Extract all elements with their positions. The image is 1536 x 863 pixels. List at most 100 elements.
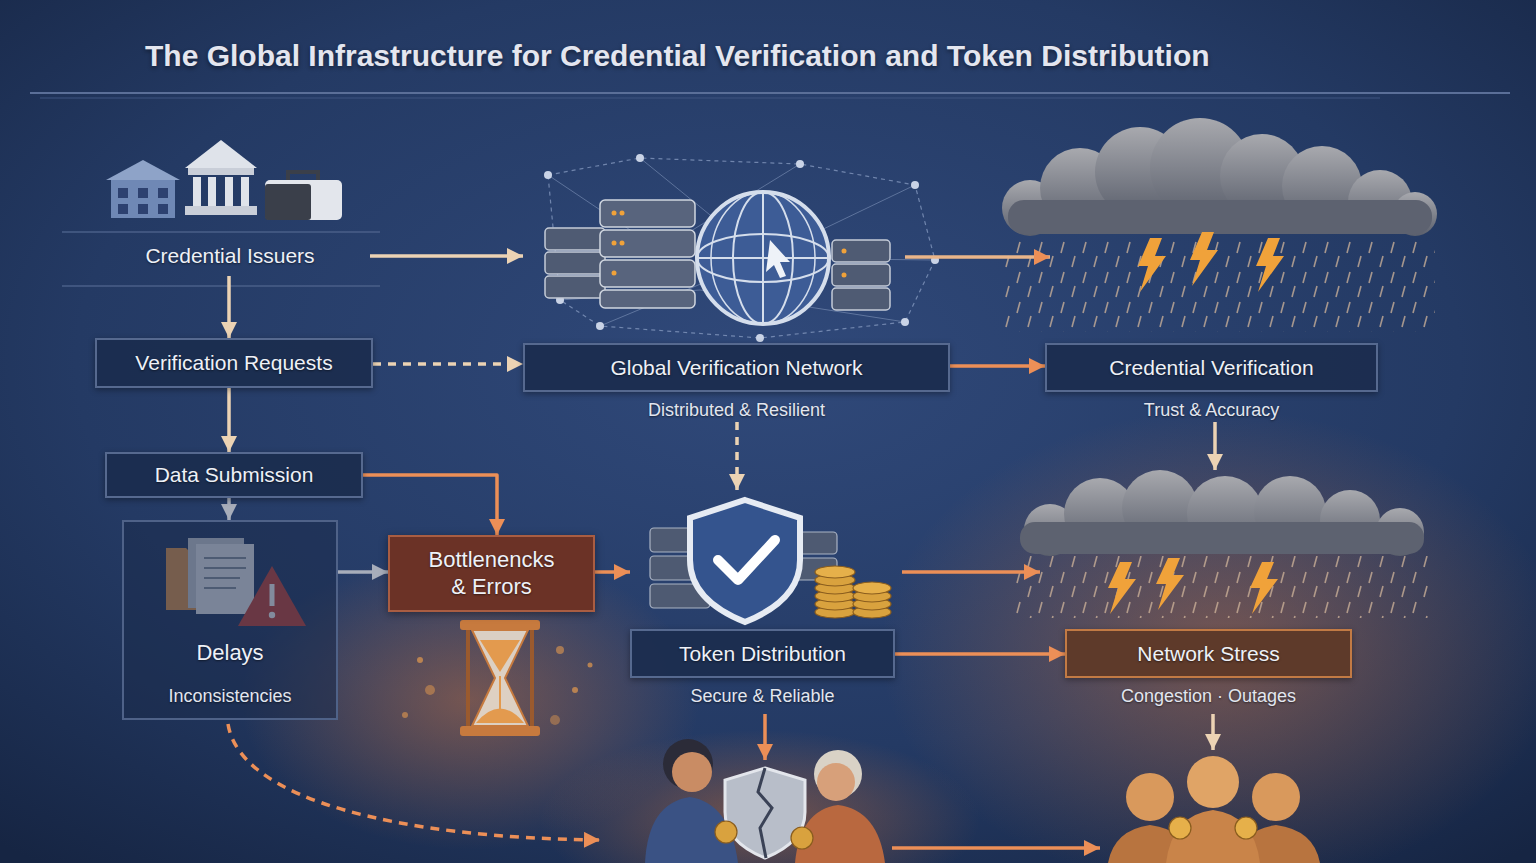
- people-figures: [715, 821, 737, 843]
- issuer-icons: [118, 204, 128, 214]
- network-illustration: [832, 288, 890, 310]
- hourglass-icon: [480, 640, 520, 672]
- network-illustration: [762, 192, 764, 324]
- network-illustration: [600, 200, 695, 227]
- process-box: Verification Requests: [95, 338, 373, 388]
- storm-cloud: [1108, 562, 1136, 614]
- issuer-icons: [185, 206, 257, 215]
- hourglass-icon: [402, 620, 593, 736]
- network-illustration: [842, 273, 847, 278]
- network-illustration: [612, 241, 617, 246]
- network-illustration: [756, 334, 764, 342]
- flow-arrow: [902, 570, 1040, 574]
- issuer-icons: [185, 140, 257, 168]
- flow-connector: [950, 364, 1045, 368]
- hourglass-icon: [530, 630, 534, 726]
- storm-cloud: [1256, 238, 1284, 292]
- issuer-icons: [265, 184, 311, 220]
- storm-cloud: [1190, 232, 1218, 286]
- node-subtitle: Inconsistencies: [132, 686, 328, 708]
- flow-connector: [227, 388, 231, 452]
- network-illustration: [612, 271, 617, 276]
- network-illustration: [596, 322, 604, 330]
- network-illustration: [832, 240, 890, 262]
- network-illustration: [600, 260, 695, 287]
- hourglass-icon: [556, 646, 564, 654]
- people-figures: [672, 752, 712, 792]
- flow-arrow: [1211, 714, 1215, 750]
- network-illustration: [620, 211, 625, 216]
- hourglass-icon: [499, 676, 501, 712]
- network-illustration: [545, 252, 605, 274]
- network-illustration: [620, 241, 625, 246]
- hourglass-icon: [476, 709, 524, 724]
- issuer-icons: [158, 204, 168, 214]
- people-figures: [1187, 756, 1239, 808]
- warning-box: DelaysInconsistencies: [122, 520, 338, 720]
- storm-cloud: [1010, 556, 1430, 618]
- node-subtitle: Secure & Reliable: [630, 686, 895, 708]
- hourglass-icon: [550, 715, 560, 725]
- network-illustration: [697, 192, 829, 324]
- issuer-icons: [188, 168, 254, 175]
- divider-line: [62, 285, 380, 287]
- node-heading: Credential Issuers: [90, 243, 370, 268]
- people-figures: [1235, 817, 1257, 839]
- flow-connector: [595, 570, 630, 574]
- shield-token-icon: [718, 540, 775, 580]
- network-illustration: [796, 160, 804, 168]
- people-figures: [791, 827, 813, 849]
- network-illustration: [911, 181, 919, 189]
- hourglass-icon: [402, 712, 408, 718]
- node-heading: Delays: [132, 640, 328, 666]
- issuer-icons: [265, 180, 342, 220]
- node-heading: Bottlenencks & Errors: [400, 547, 583, 600]
- issuer-icons: [208, 177, 216, 206]
- hourglass-icon: [425, 685, 435, 695]
- storm-cloud: [1020, 522, 1424, 554]
- hourglass-icon: [460, 726, 540, 736]
- storm-cloud: [1002, 118, 1437, 332]
- shield-token-icon: [815, 566, 855, 578]
- flow-connector: [895, 652, 1065, 656]
- stress-node: Network StressCongestion · Outages: [1065, 470, 1352, 708]
- node-subtitle: Congestion · Outages: [1065, 686, 1352, 708]
- flow-connector: [227, 276, 231, 338]
- storm-cloud: [1156, 558, 1184, 610]
- node-heading: Global Verification Network: [523, 343, 950, 392]
- network-node: Global Verification NetworkDistributed &…: [523, 160, 950, 422]
- shield-token-icon: [690, 500, 800, 622]
- flow-arrow: [892, 846, 1100, 850]
- hourglass-icon: [588, 663, 593, 668]
- node-heading: Network Stress: [1065, 629, 1352, 678]
- divider-line: [40, 98, 1380, 99]
- flow-arrow: [228, 724, 600, 840]
- issuer-icons: [158, 188, 168, 198]
- node-heading: Credential Verification: [1045, 343, 1378, 392]
- people-figures: [1169, 817, 1191, 839]
- connectors: [229, 256, 1215, 654]
- issuer-icons: [225, 177, 233, 206]
- hourglass-icon: [472, 630, 528, 726]
- storm-cloud: [1010, 470, 1430, 618]
- people-figures: [758, 768, 772, 858]
- divider-line: [62, 231, 380, 233]
- storm-cloud: [1005, 238, 1435, 332]
- network-illustration: [766, 240, 790, 278]
- bottleneck-box: Bottlenencks & Errors: [388, 535, 595, 612]
- network-illustration: [548, 158, 935, 338]
- network-illustration: [545, 276, 605, 298]
- background: [880, 410, 1536, 863]
- flow-connector: [370, 254, 523, 258]
- node-subtitle: Distributed & Resilient: [523, 400, 950, 422]
- network-illustration: [545, 228, 605, 250]
- people-figures: [1252, 773, 1300, 821]
- shield-token-icon: [853, 582, 891, 594]
- issuer-icons: [288, 172, 318, 180]
- network-illustration: [612, 211, 617, 216]
- token-node: Token DistributionSecure & Reliable: [630, 490, 895, 708]
- hourglass-icon: [466, 630, 470, 726]
